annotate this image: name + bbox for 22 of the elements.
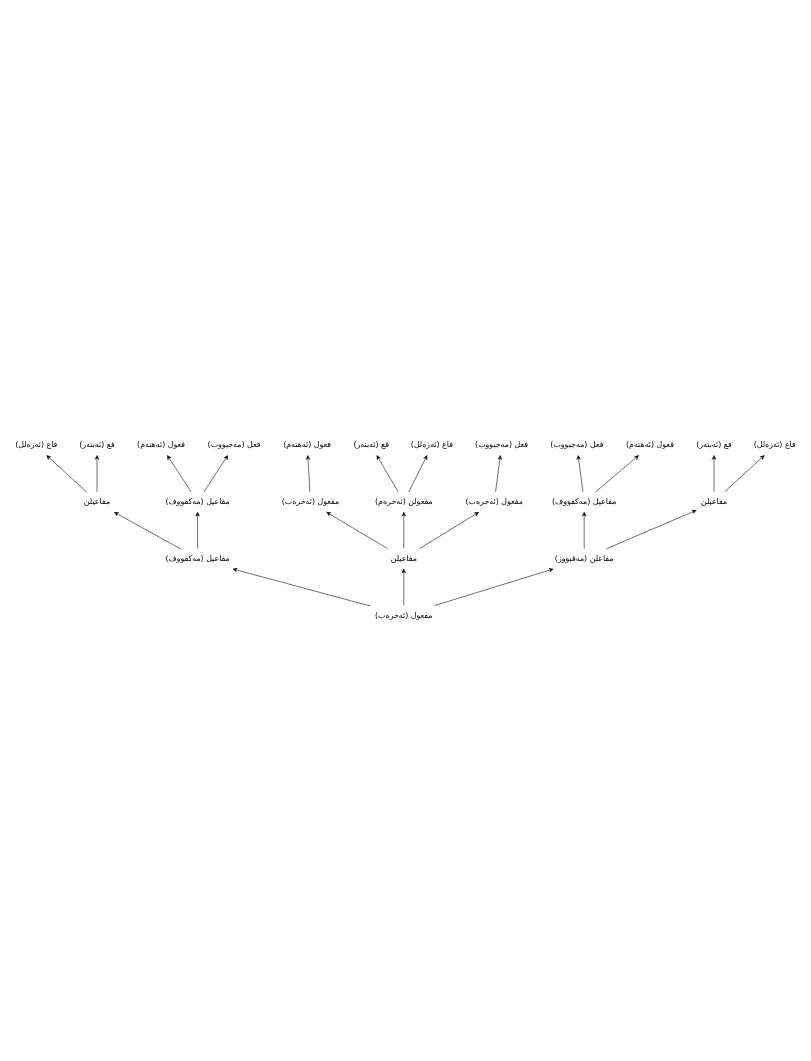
arrow (114, 512, 181, 550)
arrow (94, 455, 100, 493)
arrow (401, 568, 406, 606)
arrow (711, 455, 717, 493)
arrow (46, 455, 87, 493)
arrow (326, 512, 389, 550)
arrow (195, 512, 200, 549)
arrow (408, 455, 428, 493)
arrow (595, 455, 639, 493)
arrow (376, 455, 399, 493)
arrow (232, 568, 371, 607)
arrow (724, 455, 765, 493)
arrow (606, 510, 697, 550)
arrow (419, 512, 479, 550)
arrow (401, 512, 406, 549)
arrow (167, 455, 192, 493)
arrow (495, 455, 502, 493)
arrow (434, 568, 554, 606)
arrow (203, 455, 229, 493)
arrow (582, 512, 587, 549)
arrow (305, 455, 311, 493)
arrow (576, 455, 584, 493)
